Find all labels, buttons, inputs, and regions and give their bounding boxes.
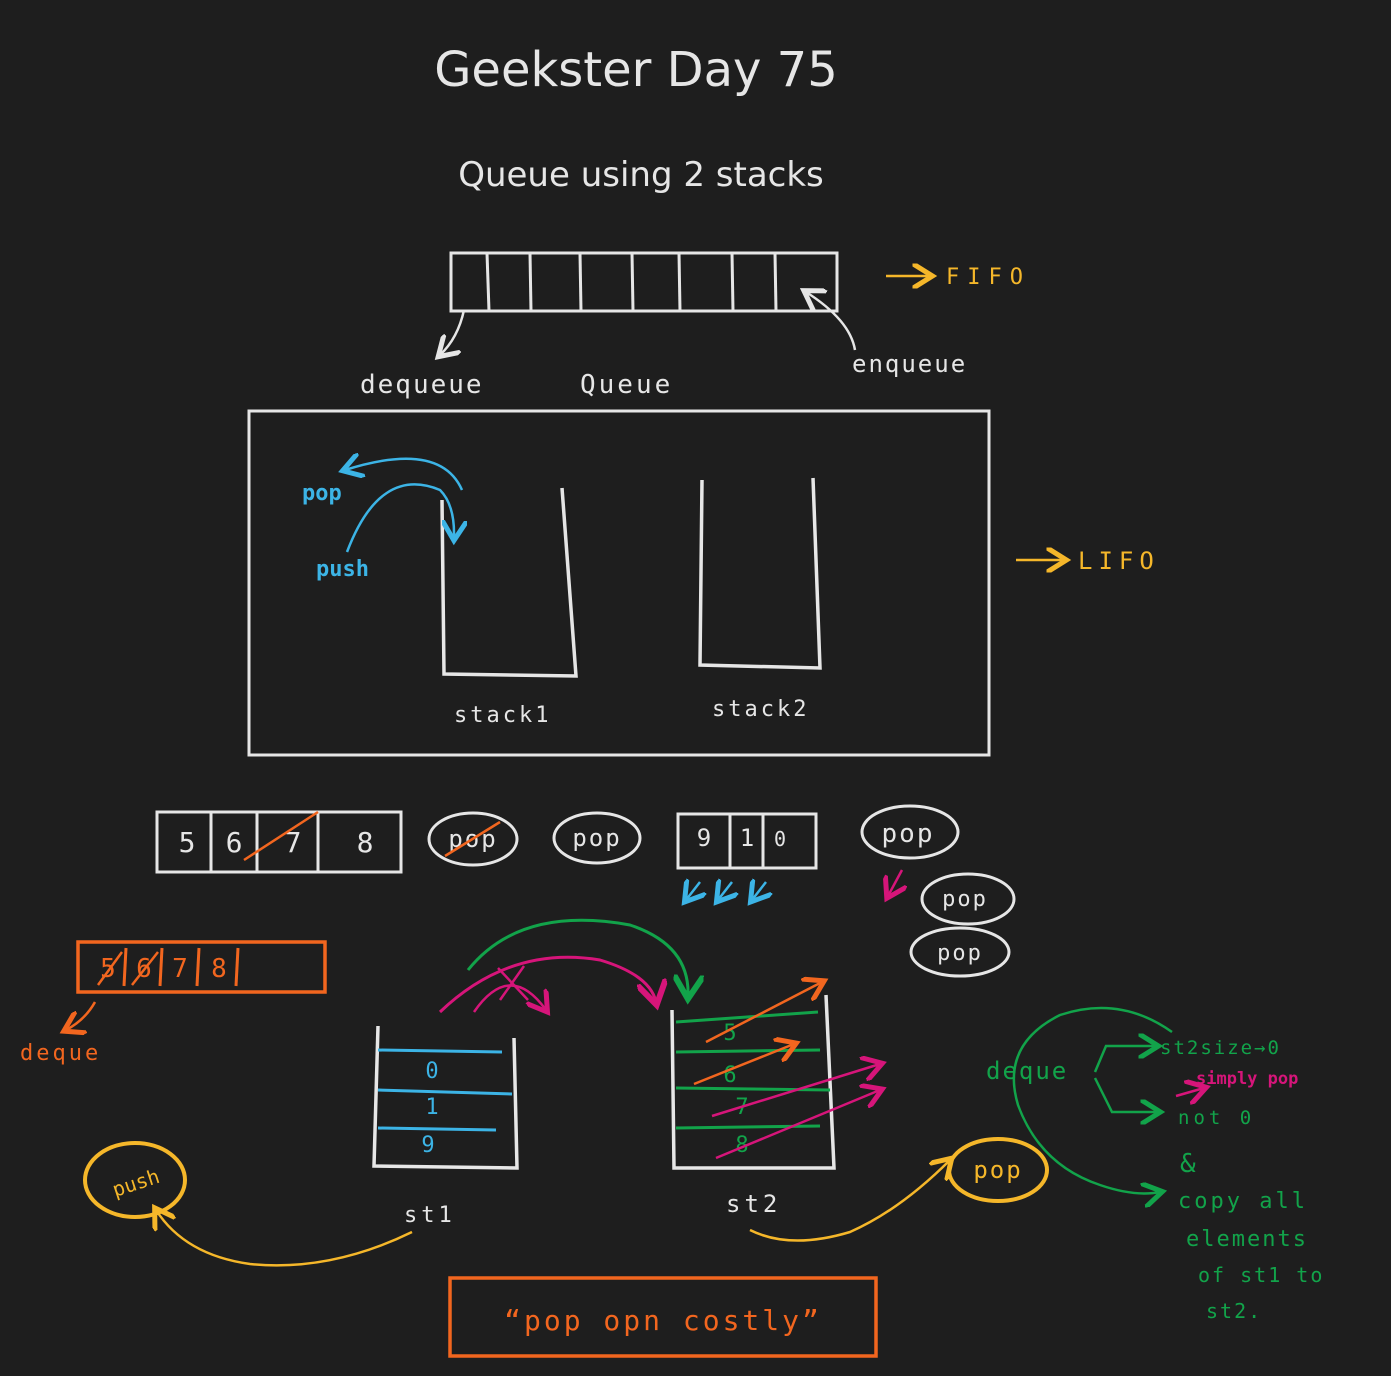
page-title: Geekster Day 75 [434,42,838,98]
logic-branch-down [1093,1077,1158,1112]
push-oval: push [83,1141,187,1219]
deque-box: 5 6 7 8 [76,940,327,994]
queue-label: Queue [580,370,673,400]
push-oval-label: push [109,1164,162,1202]
queue-b-cell: 9 [697,824,711,852]
stack1-label: stack1 [454,703,551,728]
enqueue-arrow [806,292,857,351]
pop-label: pop [302,481,342,506]
st2-value: 5 [723,1021,736,1046]
example-queue-a: 5 6 7 8 [155,810,403,874]
st1-to-push-arrow [156,1210,413,1267]
dequeue-label: dequeue [360,370,484,400]
logic-copy-line: elements [1186,1227,1308,1252]
pop-oval-yellow: pop [947,1137,1049,1203]
pop-oval-3-label: pop [882,819,935,849]
deque-label: deque [20,1041,101,1066]
st1-value: 1 [425,1095,438,1120]
pop-oval-5-label: pop [937,941,983,966]
pop-arrow [345,459,464,491]
example-queue-b: 9 1 0 [676,812,818,870]
down-arrows [686,882,766,900]
st1-value: 9 [421,1133,434,1158]
st1-lines [377,1048,513,1132]
queue-b-cell: 0 [774,827,786,851]
logic-copy-line: copy all [1178,1189,1308,1214]
cross-mark [497,965,529,1001]
stack-frame [247,409,991,757]
stack1-shape [440,487,578,678]
fifo-label: FIFO [946,265,1031,290]
queue-a-cell: 6 [226,826,243,859]
pop-oval-2-label: pop [572,824,621,852]
logic-branch-not: not 0 [1178,1107,1255,1129]
logic-branch-empty: st2size→0 [1160,1037,1281,1059]
st2-to-pop-arrow [749,1160,950,1242]
push-label: push [316,557,369,582]
st2-label: st2 [726,1190,781,1218]
st2-container [670,994,836,1170]
deque-box-cell: 8 [211,954,227,984]
st1-label: st1 [404,1203,456,1228]
stack2-shape [698,477,822,670]
pop-oval-yellow-label: pop [973,1156,1022,1184]
logic-and-symbol: & [1180,1149,1196,1179]
logic-branch-up [1093,1046,1156,1073]
pop-oval-3: pop [860,804,960,860]
st2-lines [675,1010,831,1130]
logic-simply-pop: simply pop [1196,1069,1298,1089]
transfer-arrow-magenta [438,955,656,1014]
strike-mark [243,810,319,862]
queue-b-cell: 1 [740,824,754,852]
queue-a-cell: 5 [179,826,196,859]
dequeue-arrow [440,309,466,355]
transfer-arrow-magenta-cancel [472,984,546,1012]
logic-root-label: deque [986,1057,1068,1085]
pop-oval-4: pop [920,872,1016,926]
logic-copy-line: of st1 to [1198,1263,1324,1287]
enqueue-label: enqueue [852,350,967,378]
queue-a-cell: 7 [285,826,302,859]
pop-oval-2: pop [552,811,642,865]
magenta-arrow [888,869,902,896]
st2-strikes [693,982,880,1160]
transfer-arrow-green [466,918,688,996]
pop-oval-5: pop [909,926,1011,978]
stack2-label: stack2 [712,697,809,722]
queue-bar [449,251,839,313]
deque-box-cell: 7 [172,954,188,984]
deque-out-arrow [66,1001,97,1030]
note-box [448,1276,878,1358]
queue-a-cell: 8 [357,826,374,859]
st2-value: 8 [735,1133,748,1158]
simply-pop-arrow [1175,1088,1204,1096]
push-arrow [345,483,454,553]
logic-copy-line: st2. [1206,1299,1262,1323]
page-subtitle: Queue using 2 stacks [458,155,824,195]
st1-container [372,1025,519,1170]
lifo-label: LIFO [1078,547,1160,575]
pop-oval-4-label: pop [942,887,988,912]
logic-outer-arc [1012,1006,1173,1193]
note-text: “pop opn costly” [504,1304,822,1337]
pop-oval-1: pop [427,811,519,867]
st1-value: 0 [425,1059,438,1084]
